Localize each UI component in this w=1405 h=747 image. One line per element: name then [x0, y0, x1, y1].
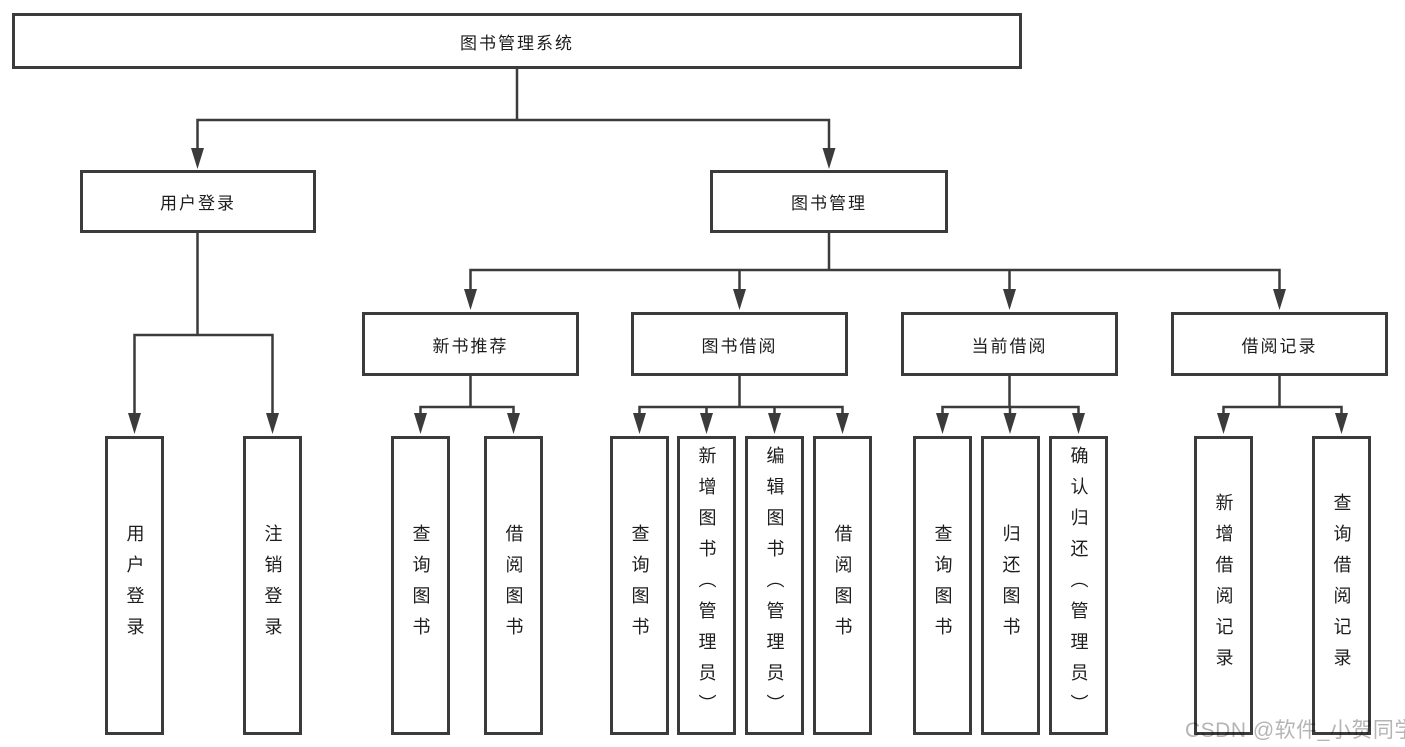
leaf-borrow-books: 借阅图书 [484, 436, 543, 735]
arrow-icon [936, 413, 949, 434]
arrow-icon [1217, 413, 1230, 434]
arrow-icon [1003, 413, 1017, 434]
node-label: 当前借阅 [971, 336, 1048, 356]
arrow-icon [700, 413, 713, 434]
arrow-icon [464, 289, 477, 310]
leaf-confirm-return-admin: 确认归还（管理员） [1049, 436, 1108, 735]
csdn-watermark: CSDN @软件_小贺同学 [1185, 719, 1405, 742]
leaf-add-books-admin: 新增图书（管理员） [677, 436, 736, 735]
node-label: 图书管理 [791, 194, 867, 213]
node-label: 图书借阅 [701, 336, 778, 356]
leaf-edit-books-admin: 编辑图书（管理员） [745, 436, 804, 735]
leaf-query-books: 查询图书 [610, 436, 669, 735]
arrow-icon [1273, 289, 1286, 310]
node-library-management-system: 图书管理系统 [12, 13, 1022, 69]
arrow-icon [128, 413, 141, 434]
node-label: 图书管理系统 [460, 33, 574, 53]
node-borrowing-records: 借阅记录 [1171, 312, 1388, 376]
arrow-icon [836, 413, 849, 434]
leaf-query-books: 查询图书 [391, 436, 450, 735]
node-user-login: 用户登录 [80, 170, 316, 233]
leaf-add-borrow-record: 新增借阅记录 [1194, 436, 1253, 735]
leaf-borrow-books: 借阅图书 [813, 436, 872, 735]
arrow-icon [768, 413, 781, 434]
arrow-icon [414, 413, 427, 434]
arrow-icon [633, 413, 646, 434]
arrow-icon [1003, 289, 1016, 310]
node-label: 用户登录 [160, 194, 236, 213]
node-new-book-recommend: 新书推荐 [362, 312, 579, 376]
arrow-icon [266, 413, 279, 434]
node-book-borrowing: 图书借阅 [631, 312, 848, 376]
leaf-user-login: 用户登录 [105, 436, 164, 735]
leaf-logout: 注销登录 [243, 436, 302, 735]
arrow-icon [1072, 413, 1085, 434]
arrow-icon [191, 148, 204, 169]
arrow-icon [507, 413, 520, 434]
leaf-query-borrow-record: 查询借阅记录 [1312, 436, 1371, 735]
leaf-return-books: 归还图书 [981, 436, 1040, 735]
arrow-icon [733, 289, 746, 310]
node-label: 新书推荐 [432, 336, 509, 356]
arrow-icon [1335, 413, 1348, 434]
node-current-borrowing: 当前借阅 [901, 312, 1118, 376]
node-label: 借阅记录 [1241, 336, 1318, 356]
leaf-query-books: 查询图书 [913, 436, 972, 735]
arrow-icon [822, 148, 836, 169]
node-book-management: 图书管理 [710, 170, 948, 233]
